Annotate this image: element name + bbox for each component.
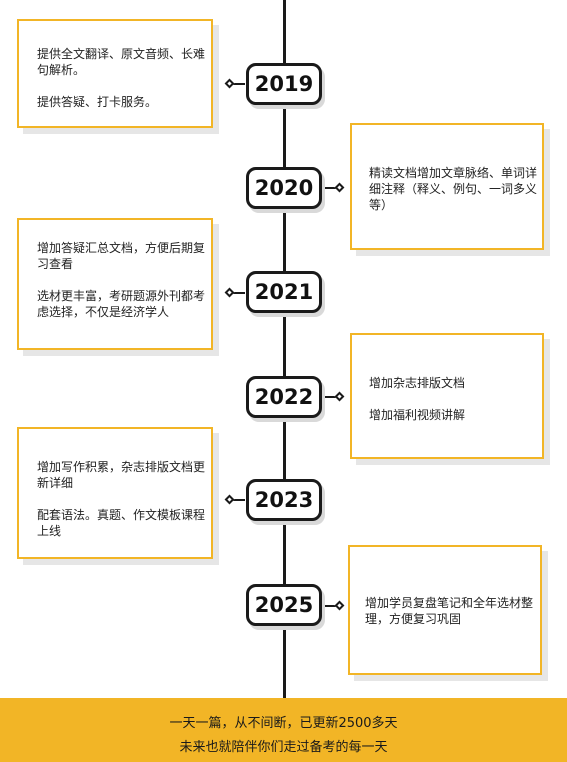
milestone-text: 配套语法。真题、作文模板课程上线 (37, 508, 206, 538)
milestone-card-2019: 提供全文翻译、原文音频、长难句解析。 提供答疑、打卡服务。 (17, 19, 213, 128)
diamond-marker-icon (334, 600, 345, 611)
year-badge-2025: 2025 (246, 584, 322, 626)
milestone-text: 提供全文翻译、原文音频、长难句解析。 (37, 47, 206, 77)
milestone-text: 增加写作积累，杂志排版文档更新详细 (37, 460, 206, 490)
year-badge-2023: 2023 (246, 479, 322, 521)
diamond-marker-icon (334, 182, 345, 193)
year-badge-2021: 2021 (246, 271, 322, 313)
connector (232, 292, 245, 294)
milestone-card-2020: 精读文档增加文章脉络、单词详细注释（释义、例句、一词多义等） (350, 123, 544, 250)
milestone-text: 增加福利视频讲解 (369, 408, 466, 422)
milestone-text: 提供答疑、打卡服务。 (37, 95, 158, 109)
connector (324, 396, 340, 398)
footer-line-1: 一天一篇，从不间断，已更新2500多天 (169, 716, 398, 731)
year-badge-2022: 2022 (246, 376, 322, 418)
diamond-marker-icon (224, 494, 235, 505)
timeline-axis (283, 0, 286, 698)
connector (232, 83, 245, 85)
diamond-marker-icon (224, 78, 235, 89)
milestone-card-2025: 增加学员复盘笔记和全年选材整理，方便复习巩固 (348, 545, 542, 675)
diamond-marker-icon (334, 391, 345, 402)
milestone-card-2023: 增加写作积累，杂志排版文档更新详细 配套语法。真题、作文模板课程上线 (17, 427, 213, 559)
diamond-marker-icon (224, 287, 235, 298)
connector (324, 605, 340, 607)
year-badge-2019: 2019 (246, 63, 322, 105)
connector (232, 499, 245, 501)
milestone-text: 增加答疑汇总文档，方便后期复习查看 (37, 241, 206, 271)
milestone-text: 精读文档增加文章脉络、单词详细注释（释义、例句、一词多义等） (369, 166, 538, 212)
connector (324, 187, 340, 189)
footer-line-2: 未来也就陪伴你们走过备考的每一天 (179, 740, 388, 755)
milestone-text: 选材更丰富，考研题源外刊都考虑选择，不仅是经济学人 (37, 289, 206, 319)
milestone-text: 增加杂志排版文档 (369, 376, 466, 390)
year-badge-2020: 2020 (246, 167, 322, 209)
milestone-card-2022: 增加杂志排版文档 增加福利视频讲解 (350, 333, 544, 459)
footer-banner: 一天一篇，从不间断，已更新2500多天 未来也就陪伴你们走过备考的每一天 (0, 698, 567, 762)
milestone-text: 增加学员复盘笔记和全年选材整理，方便复习巩固 (365, 596, 534, 626)
milestone-card-2021: 增加答疑汇总文档，方便后期复习查看 选材更丰富，考研题源外刊都考虑选择，不仅是经… (17, 218, 213, 350)
